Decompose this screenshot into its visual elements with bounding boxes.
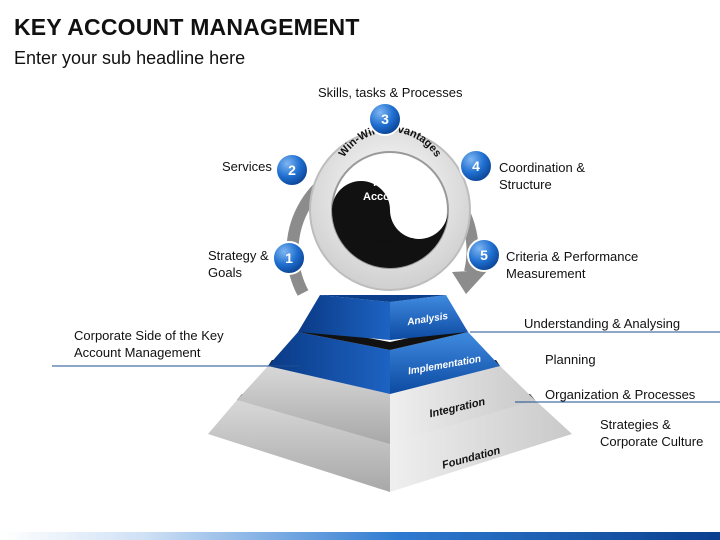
step-number-2: 2 [288, 162, 296, 178]
step-label-4: Coordination & Structure [499, 159, 585, 193]
step-number-1: 1 [285, 250, 293, 266]
step-label-3: Skills, tasks & Processes [318, 84, 463, 101]
pyramid-left-label: Corporate Side of the Key Account Manage… [74, 327, 224, 361]
step-label-1: Strategy & Goals [208, 247, 269, 281]
page-title: KEY ACCOUNT MANAGEMENT [14, 14, 360, 40]
center-disc: Win-Win-Advantages Key- Account Provider [309, 123, 471, 291]
step-ball-3: 3 [368, 102, 402, 136]
pyramid-left-label-line2: Account Management [74, 345, 201, 360]
pyramid-desc-integration-line1: Organization & Processes [545, 387, 696, 402]
pyramid-desc-analysis: Understanding & Analysing [524, 315, 680, 332]
pyramid-desc-analysis-line1: Understanding & Analysing [524, 316, 681, 331]
cycle-arrow-head [452, 270, 488, 294]
footer-accent-bar [0, 532, 720, 540]
step-label-5-line1: Criteria & Performance [506, 249, 639, 264]
pyramid-level-analysis [298, 295, 468, 340]
step-ball-1: 1 [272, 241, 306, 275]
step-label-4-line2: Structure [499, 177, 552, 192]
pyramid-desc-integration: Organization & Processes [545, 386, 695, 403]
step-label-1-line2: Goals [208, 265, 242, 280]
center-key-line2: Account [363, 191, 407, 203]
pyramid-desc-implementation-line1: Planning [545, 352, 596, 367]
step-ball-5: 5 [467, 238, 501, 272]
center-key-line1: Key- [373, 177, 397, 189]
pyramid-desc-foundation-line2: Corporate Culture [600, 434, 704, 449]
pyramid: Analysis Implementation Integration Foun… [208, 295, 572, 492]
step-ball-4: 4 [459, 149, 493, 183]
step-label-1-line1: Strategy & [208, 248, 269, 263]
pyramid-desc-implementation: Planning [545, 351, 596, 368]
center-provider: Provider [369, 235, 414, 247]
page-subtitle: Enter your sub headline here [14, 48, 246, 68]
pyramid-desc-foundation-line1: Strategies & [600, 417, 671, 432]
pyramid-level-implementation [268, 326, 500, 394]
step-number-4: 4 [472, 158, 480, 174]
step-label-5-line2: Measurement [506, 266, 586, 281]
step-label-4-line1: Coordination & [499, 160, 585, 175]
pyramid-left-label-line1: Corporate Side of the Key [74, 328, 224, 343]
step-label-5: Criteria & Performance Measurement [506, 248, 638, 282]
step-ball-2: 2 [275, 153, 309, 187]
step-number-5: 5 [480, 247, 488, 263]
step-label-2-line1: Services [222, 159, 272, 174]
pyramid-desc-foundation: Strategies & Corporate Culture [600, 416, 703, 450]
step-label-2: Services [222, 158, 272, 175]
step-number-3: 3 [381, 111, 389, 127]
step-label-3-line1: Skills, tasks & Processes [318, 85, 463, 100]
key-account-yin [332, 181, 448, 268]
